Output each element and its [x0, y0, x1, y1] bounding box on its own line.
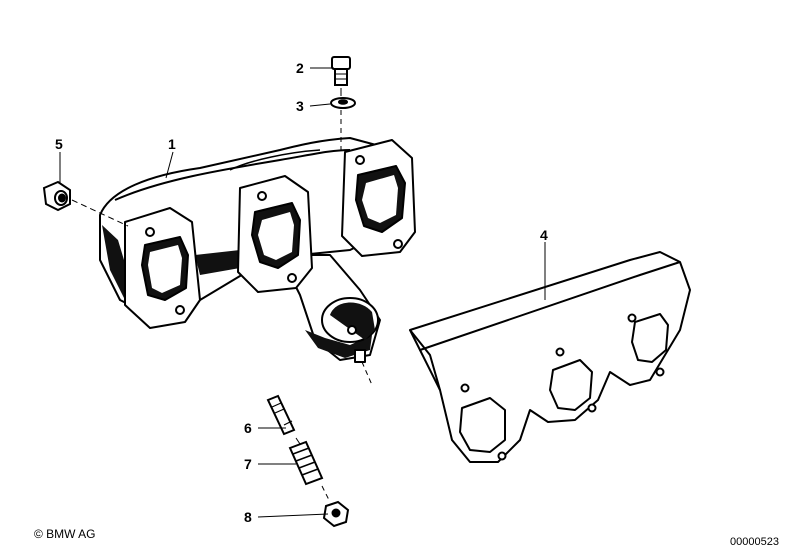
callout-4: 4: [540, 227, 548, 243]
callout-7: 7: [244, 456, 252, 472]
callout-6: 6: [244, 420, 252, 436]
diagram-reference-number: 00000523: [730, 536, 779, 548]
stud: [266, 394, 296, 436]
callout-2: 2: [296, 60, 304, 76]
expansion-stud: [288, 440, 324, 486]
exhaust-manifold: [99, 137, 416, 363]
assembly-lines: [71, 88, 373, 503]
callout-5: 5: [55, 136, 63, 152]
callout-1: 1: [168, 136, 176, 152]
washer: [330, 97, 356, 109]
callout-8: 8: [244, 509, 252, 525]
bolt: [331, 56, 351, 86]
callout-3: 3: [296, 98, 304, 114]
leader-lines: [59, 67, 546, 518]
copyright-label: © BMW AG: [34, 527, 96, 541]
callout-numbers: 1 2 3 4 5 6 7 8: [55, 60, 548, 525]
cap-nut: [42, 180, 71, 212]
hex-nut: [322, 500, 350, 528]
heat-shield: [409, 251, 691, 463]
